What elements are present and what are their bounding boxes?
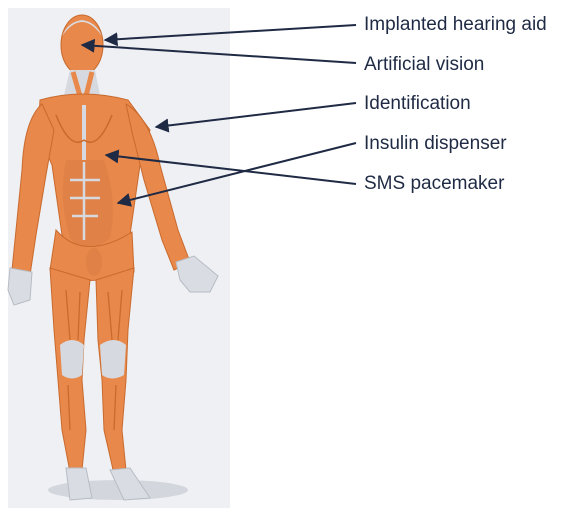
label-identification: Identification [364, 93, 471, 115]
label-sms-pacemaker: SMS pacemaker [364, 173, 504, 195]
abdomen [63, 160, 113, 248]
neck [64, 70, 100, 95]
label-artificial-vision: Artificial vision [364, 54, 484, 76]
knee-right [100, 340, 126, 379]
knee-left [60, 340, 84, 379]
label-implanted-hearing-aid: Implanted hearing aid [364, 14, 547, 36]
hand-left [8, 268, 32, 305]
label-insulin-dispenser: Insulin dispenser [364, 133, 507, 155]
